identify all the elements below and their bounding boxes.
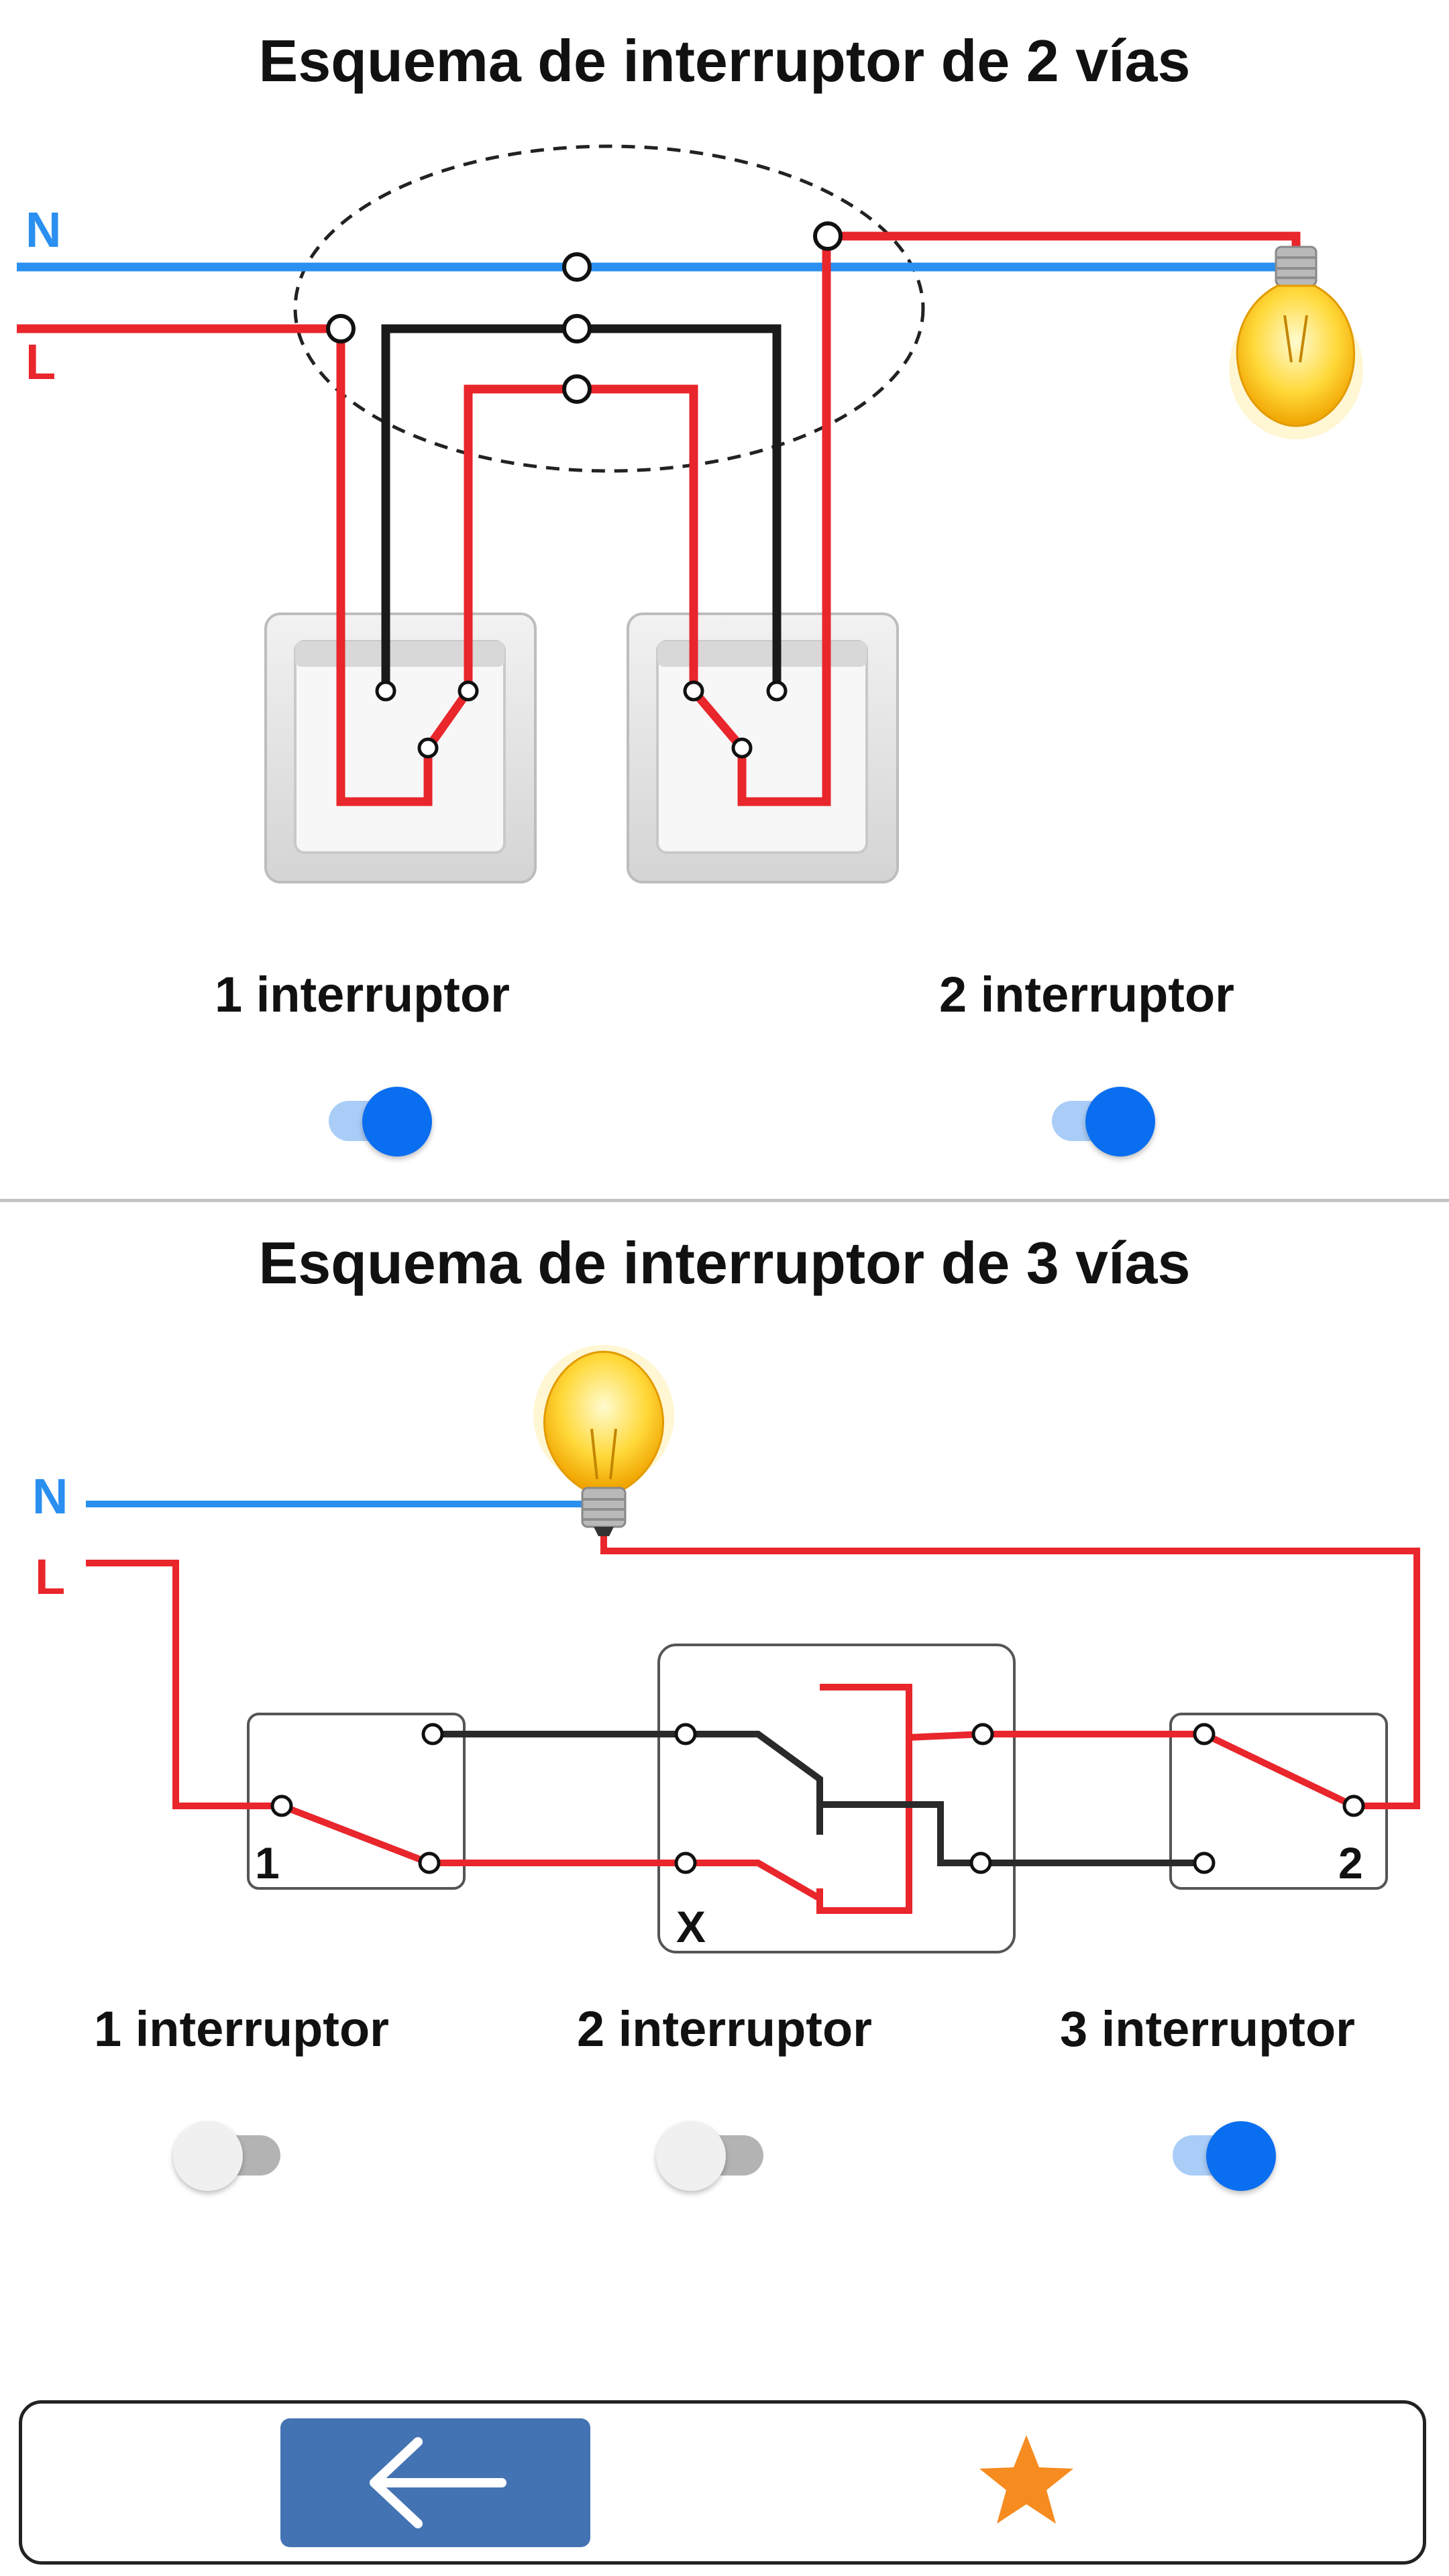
- terminals-3way: [270, 1723, 1365, 1874]
- box-label-2: 2: [1338, 1838, 1363, 1888]
- live-label-3way: L: [35, 1549, 65, 1605]
- arrow-left-icon: [370, 2437, 506, 2528]
- junction-terminals: [326, 221, 843, 404]
- light-bulb-icon: [533, 1345, 674, 1536]
- toggle-2way-switch-1[interactable]: [322, 1079, 436, 1157]
- switch1-feed-wire: [336, 329, 433, 806]
- lamp-return-wire-3way: [600, 1533, 1420, 1809]
- bottom-bar: [19, 2400, 1426, 2565]
- switch-label-3way-2: 2 interruptor: [577, 2001, 872, 2057]
- switch-box-1: [247, 1713, 466, 1890]
- toggle-thumb: [362, 1087, 432, 1157]
- lamp-return-wire: [737, 231, 1301, 806]
- switch-plate-1: [264, 612, 537, 883]
- title-2way: Esquema de interruptor de 2 vías: [258, 28, 1191, 94]
- favorite-button[interactable]: [973, 2428, 1080, 2536]
- diagram-3way: N L 1 X 2: [32, 1345, 1420, 1953]
- box-label-1: 1: [255, 1838, 280, 1888]
- toggle-thumb: [1085, 1087, 1155, 1157]
- neutral-label: N: [25, 202, 61, 258]
- toggle-3way-switch-2[interactable]: [656, 2113, 770, 2191]
- toggle-2way-switch-2[interactable]: [1045, 1079, 1159, 1157]
- switch-label-3way-3: 3 interruptor: [1060, 2001, 1355, 2057]
- toggle-thumb: [173, 2121, 243, 2191]
- switch1-lever: [424, 688, 472, 751]
- neutral-label-3way: N: [32, 1468, 68, 1524]
- title-3way: Esquema de interruptor de 3 vías: [258, 1230, 1191, 1296]
- switch-terminals: [375, 680, 788, 759]
- switch-box-2: [1169, 1713, 1388, 1890]
- toggle-3way-switch-3[interactable]: [1166, 2113, 1280, 2191]
- star-icon: [979, 2435, 1073, 2524]
- light-bulb-icon: [1229, 246, 1363, 439]
- switch-label-2way-2: 2 interruptor: [939, 967, 1234, 1022]
- switch-plate-2: [627, 612, 899, 883]
- live-wire-3way: [86, 1560, 822, 1902]
- toggle-thumb: [656, 2121, 726, 2191]
- traveler-black-top: [433, 1731, 823, 1835]
- section-divider: [0, 1199, 1449, 1202]
- box-label-x: X: [676, 1902, 706, 1951]
- intermediate-switch-box: [657, 1644, 1016, 1953]
- toggle-thumb: [1206, 2121, 1276, 2191]
- junction-box: [293, 144, 925, 473]
- switch-label-3way-1: 1 interruptor: [94, 2001, 389, 2057]
- diagram-2way: N L: [17, 144, 1363, 883]
- intermediate-red-link: [816, 1684, 912, 1914]
- switch2-lever: [690, 688, 745, 751]
- switch-label-2way-1: 1 interruptor: [215, 967, 510, 1022]
- toggle-3way-switch-1[interactable]: [173, 2113, 287, 2191]
- back-button[interactable]: [280, 2418, 590, 2547]
- live-label: L: [25, 334, 56, 390]
- traveler-black-bottom: [822, 1801, 1204, 1866]
